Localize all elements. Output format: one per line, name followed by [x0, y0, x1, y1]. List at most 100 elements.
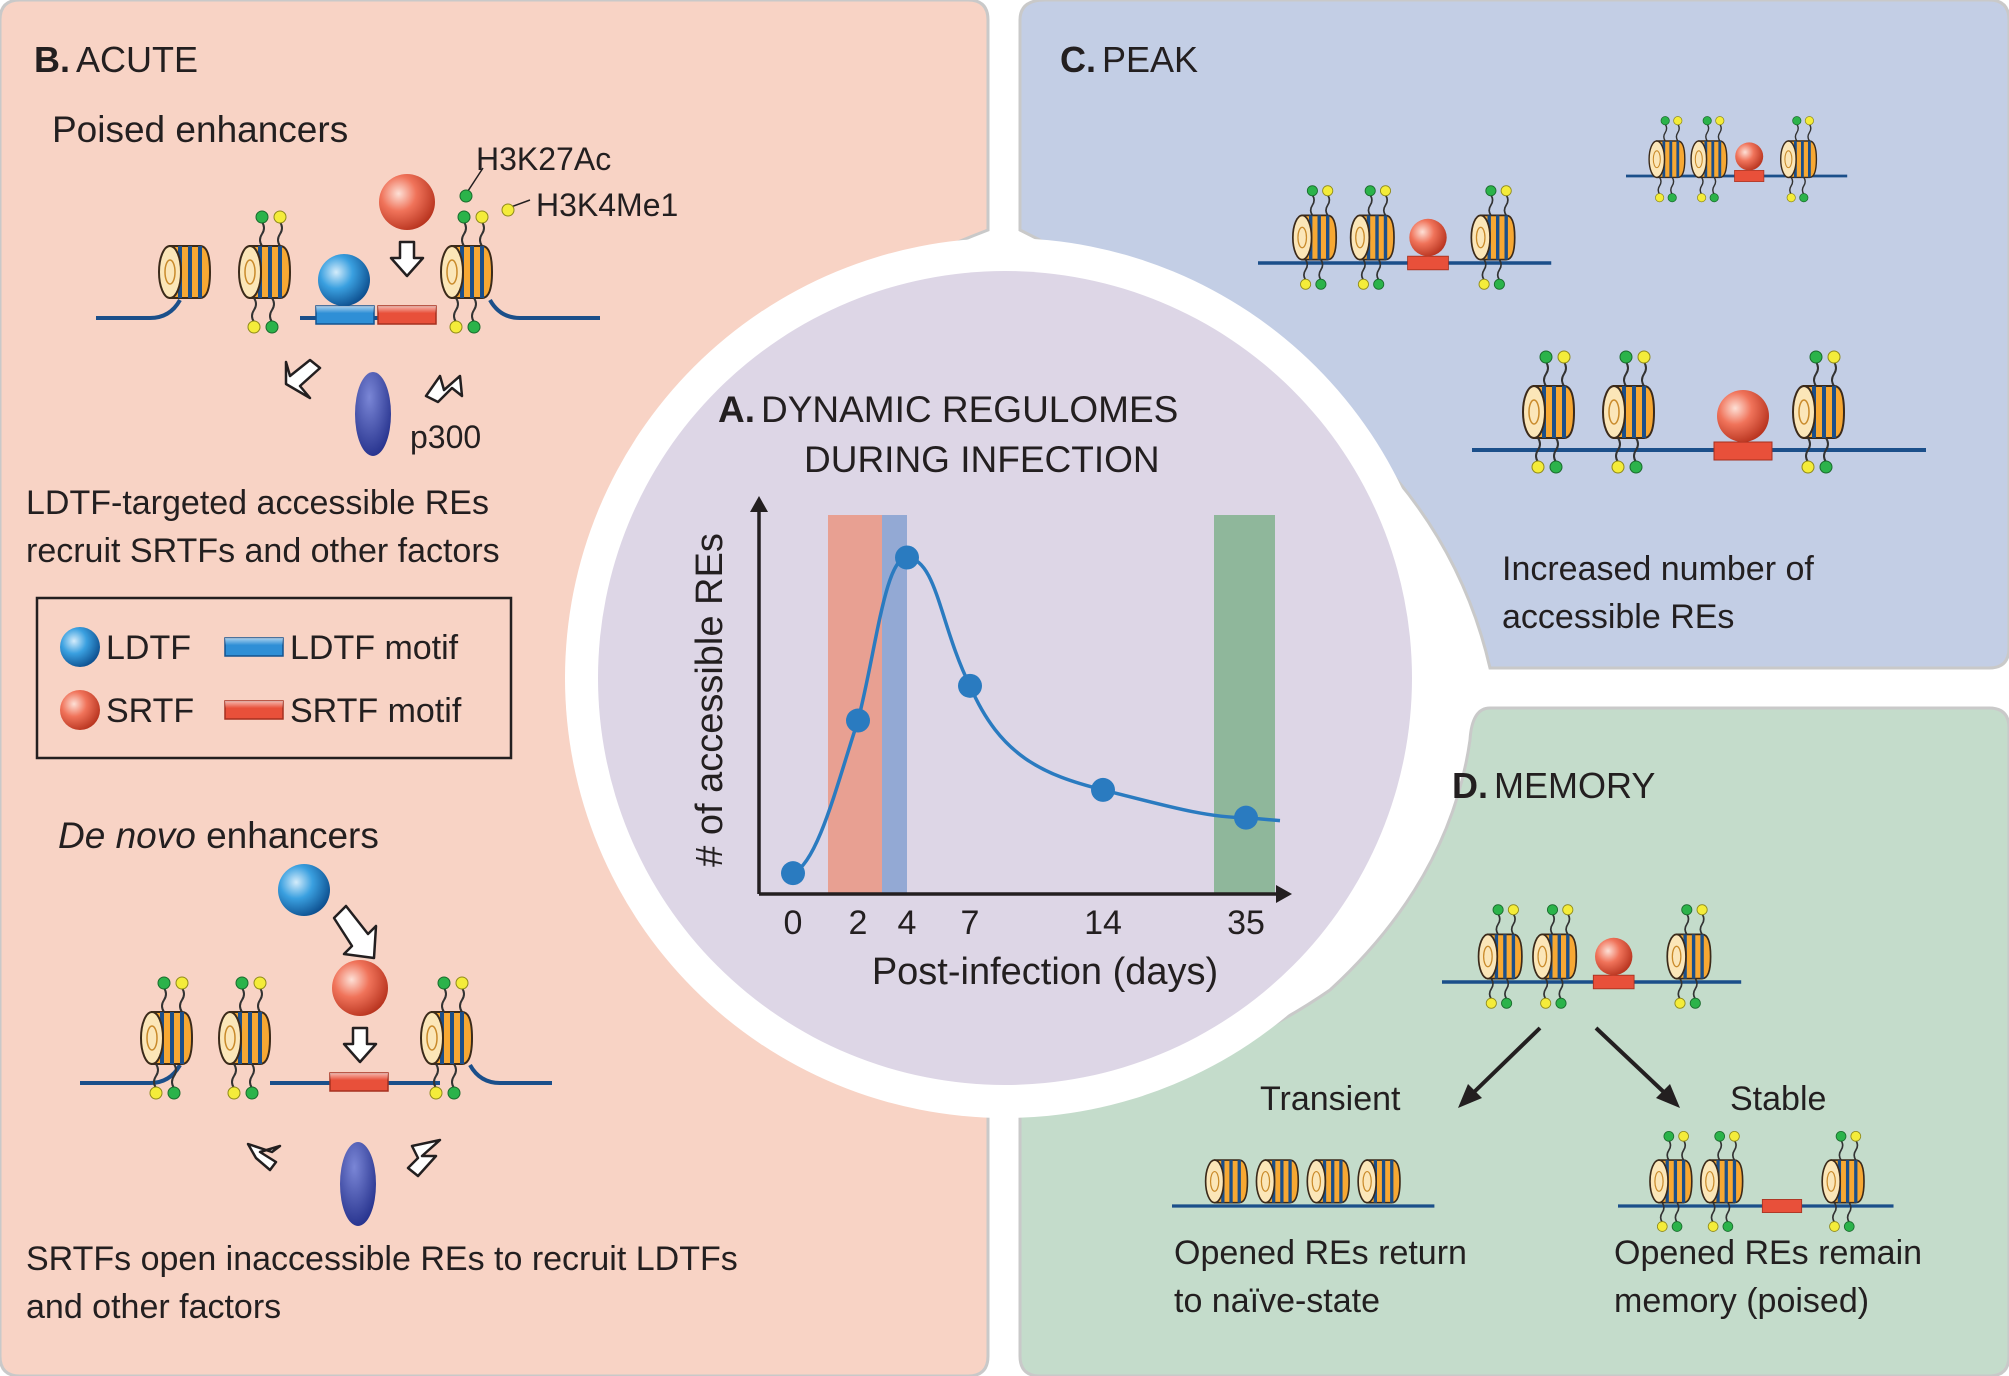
stable-description-line2: memory (poised): [1614, 1282, 1869, 1320]
srtf-icon: [332, 960, 388, 1016]
data-point-day-0: [781, 861, 805, 886]
x-tick-label-0: 0: [784, 904, 803, 942]
band-peak: [882, 515, 907, 894]
panel-a-title-line2: DURING INFECTION: [804, 439, 1160, 480]
panel-c-title: PEAK: [1102, 39, 1198, 80]
panel-a-title-line1: DYNAMIC REGULOMES: [761, 389, 1178, 430]
motif-shine: [225, 701, 283, 719]
x-tick-label-7: 7: [961, 904, 980, 942]
acetylation-arrow-icon: [406, 1138, 442, 1178]
acetylation-arrow-icon: [246, 1142, 282, 1172]
denovo-title-rest: enhancers: [196, 815, 379, 856]
nucleosome-icon: [1356, 1158, 1402, 1205]
panel-d-letter: D.: [1452, 765, 1488, 806]
denovo-dna-right: [468, 1063, 552, 1085]
nucleosome-icon: [1305, 1158, 1351, 1205]
poised-enhancer-diagram: H3K27Ac H3K4Me1 p300: [96, 141, 678, 456]
stable-arrow-line: [1594, 1026, 1670, 1098]
transient-locus: [1172, 1158, 1435, 1208]
panel-c-letter: C.: [1060, 39, 1096, 80]
srtf-icon: [1409, 218, 1447, 257]
srtf-motif-icon: [1734, 170, 1765, 182]
srtf-icon: [1595, 937, 1633, 976]
panel-b-heading: B.ACUTE: [34, 39, 198, 80]
p300-icon: [355, 372, 391, 456]
srtf-motif-icon: [1407, 255, 1449, 271]
data-points: [781, 545, 1258, 886]
peak-description-line1: Increased number of: [1502, 550, 1814, 588]
srtf-motif-icon: [1713, 441, 1773, 461]
peak-locus-1: [1258, 186, 1552, 290]
legend: LDTF LDTF motif SRTF SRTF motif: [35, 596, 513, 760]
motif-shine: [225, 638, 283, 656]
panel-a-heading-line1: A.DYNAMIC REGULOMES: [718, 389, 1178, 430]
transient-arrow-head-icon: [1458, 1084, 1482, 1108]
x-axis-label: Post-infection (days): [872, 951, 1218, 993]
x-tick-label-2: 2: [849, 904, 868, 942]
acetylation-arrow-icon: [284, 358, 322, 400]
panel-d-title: MEMORY: [1494, 765, 1655, 806]
poised-enhancers-title: Poised enhancers: [52, 109, 348, 150]
srtf-motif-icon: [1592, 974, 1635, 990]
nucleosome-icon: [1254, 1158, 1300, 1205]
poised-dna-right: [488, 298, 600, 320]
h3k4me1-mark-icon: [501, 203, 515, 217]
data-point-day-14: [1091, 777, 1115, 802]
stable-label: Stable: [1730, 1080, 1826, 1118]
h3k27ac-mark-icon: [459, 189, 473, 203]
panel-b: B.ACUTE Poised enhancers H3K27Ac H3K4Me1: [26, 39, 738, 1326]
y-axis-label: # of accessible REs: [689, 533, 731, 867]
motif-shine: [330, 1073, 388, 1091]
denovo-description-line1: SRTFs open inaccessible REs to recruit L…: [26, 1240, 738, 1278]
panel-a-letter: A.: [718, 389, 755, 430]
data-point-day-7: [958, 673, 982, 698]
panel-b-title: ACUTE: [76, 39, 198, 80]
panel-d: D.MEMORY Transient Stable: [1172, 765, 1922, 1320]
ldtf-legend-icon: [60, 627, 100, 667]
ldtf-bound-icon: [318, 254, 370, 306]
nucleosome-icon: [157, 244, 212, 300]
data-point-day-4: [895, 545, 919, 570]
motif-shine: [316, 306, 374, 324]
x-tick-label-35: 35: [1227, 904, 1265, 942]
legend-srtf-motif-label: SRTF motif: [290, 692, 462, 730]
poised-description-line1: LDTF-targeted accessible REs: [26, 484, 489, 522]
denovo-description-line2: and other factors: [26, 1288, 281, 1326]
poised-description-line2: recruit SRTFs and other factors: [26, 532, 500, 570]
transient-label: Transient: [1260, 1080, 1401, 1118]
peak-locus-2: [1626, 117, 1848, 202]
time-bands: [828, 515, 1275, 894]
x-axis-arrow-icon: [1276, 885, 1292, 903]
stable-locus: [1618, 1131, 1894, 1231]
x-tick-label-4: 4: [898, 904, 917, 942]
srtf-icon: [379, 174, 435, 230]
data-point-day-35: [1234, 805, 1258, 830]
denovo-title-italic: De novo: [58, 815, 196, 856]
legend-srtf-label: SRTF: [106, 692, 194, 730]
p300-label: p300: [410, 419, 481, 455]
legend-ldtf-motif-label: LDTF motif: [290, 629, 459, 667]
legend-box: [35, 596, 513, 760]
x-tick-label-14: 14: [1084, 904, 1122, 942]
transient-arrow-line: [1468, 1026, 1542, 1098]
y-axis-arrow-icon: [750, 496, 768, 512]
panel-d-heading: D.MEMORY: [1452, 765, 1655, 806]
srtf-icon: [1717, 390, 1769, 442]
band-acute: [828, 515, 882, 894]
panel-c: C.PEAK Increased number of accessi: [1060, 39, 1926, 636]
peak-locus-3: [1472, 351, 1926, 473]
nucleosome-icon: [1203, 1158, 1250, 1205]
panel-b-letter: B.: [34, 39, 70, 80]
srtf-icon: [1735, 142, 1764, 171]
recruit-arrow-icon: [332, 904, 378, 960]
motif-shine: [378, 306, 436, 324]
poised-dna-left: [96, 298, 182, 320]
denovo-enhancer-diagram: [80, 864, 552, 1226]
legend-ldtf-label: LDTF: [106, 629, 191, 667]
stable-arrow-head-icon: [1656, 1084, 1680, 1108]
mark-pointer: [465, 167, 484, 195]
accessibility-curve: [792, 555, 1281, 875]
